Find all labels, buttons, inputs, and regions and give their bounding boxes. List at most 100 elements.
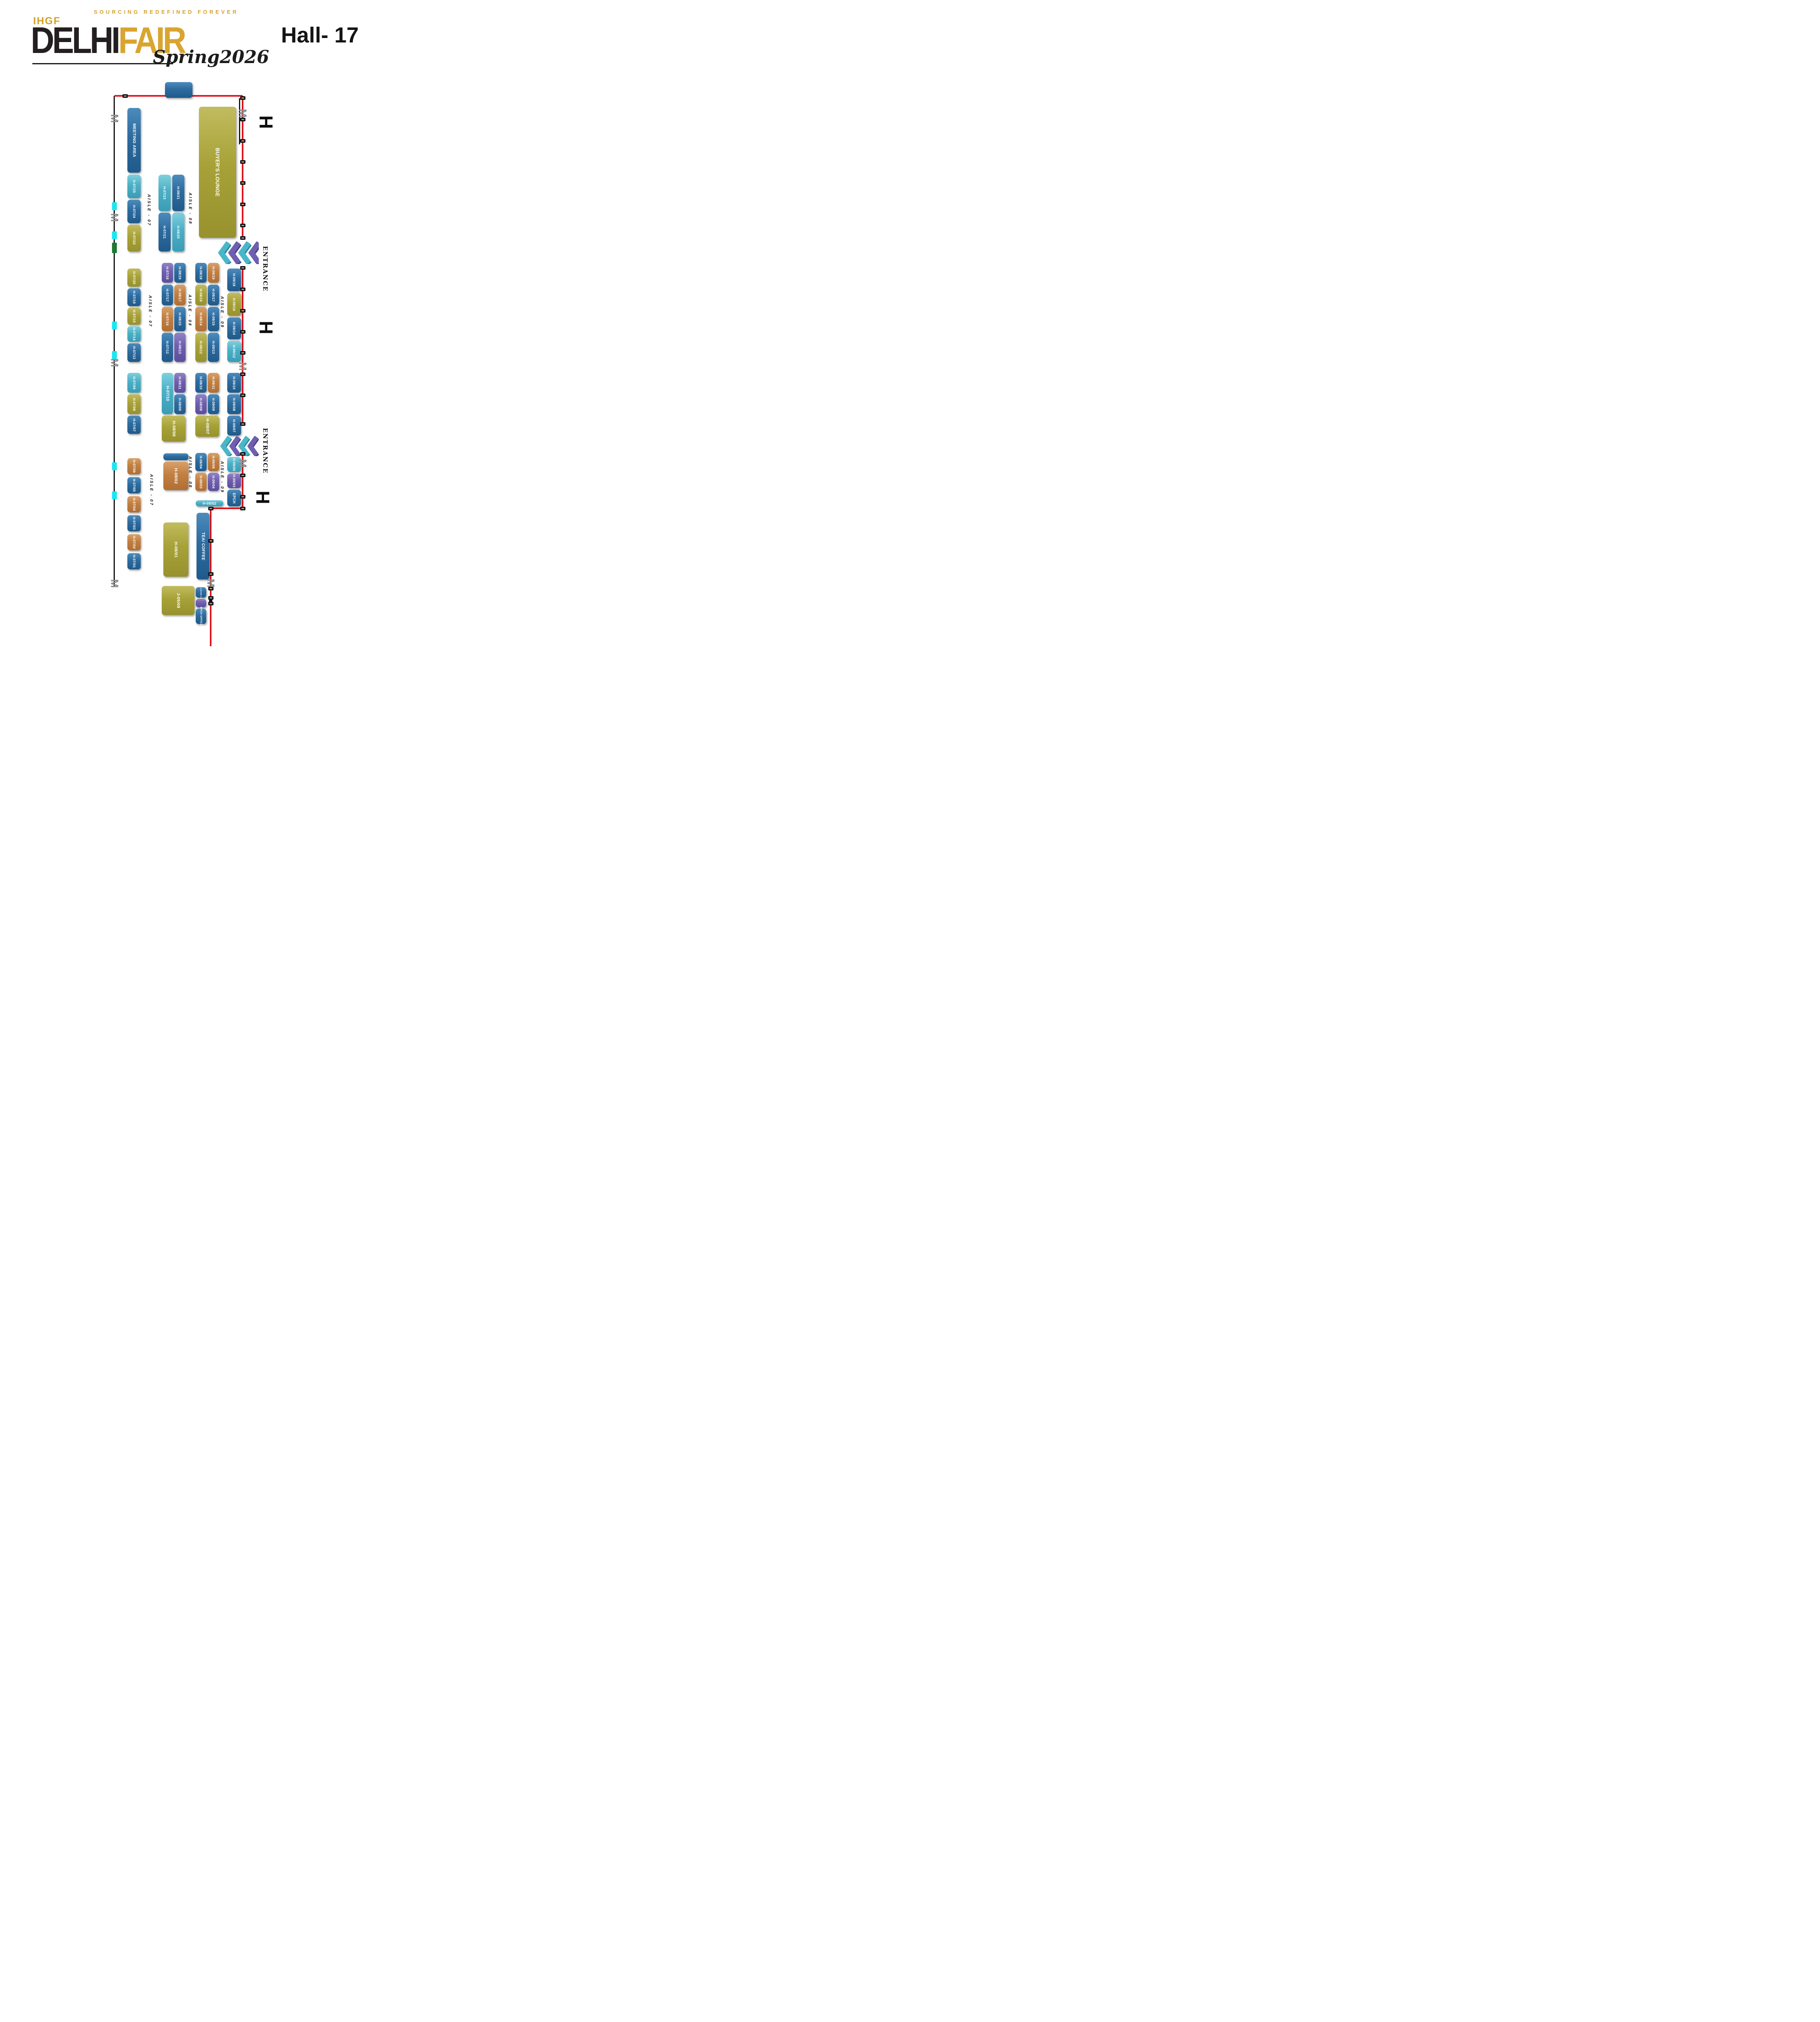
floor-plan-page: SOURCING REDEFINED FOREVER IHGF DELHIFAI…: [0, 0, 396, 650]
boundary-marker: [240, 96, 245, 100]
aisle-label-aisle-08: AISLE - 08: [188, 456, 192, 489]
wall-mark-green: [112, 243, 117, 253]
booth-h-09-04: H-09/04: [208, 473, 219, 491]
gate-m-icon: M: [237, 362, 249, 371]
boundary-marker: [208, 539, 213, 543]
booth-label: H-08/08: [199, 398, 203, 411]
booth-h-07-16: H-07/16: [162, 307, 173, 331]
boundary-marker: [240, 330, 245, 334]
booth-h-08-15: H-08/15: [174, 307, 186, 331]
booth-label: H-07/18: [165, 266, 169, 279]
gate-m-icon: M: [108, 579, 121, 588]
boundary-marker: [240, 288, 245, 291]
booth-label: EPCH OFFICE: [199, 607, 203, 626]
booth-label: H-08/19: [178, 266, 182, 279]
booth-h-08-21: H-08/21: [172, 175, 184, 211]
boundary-marker: [240, 495, 245, 499]
booth-label: H-07/13: [132, 346, 136, 360]
booth-label: H-08/13: [178, 341, 182, 354]
booth-h-07-08: H-07/08: [127, 394, 141, 414]
booth-h-07-12: H-07/12: [162, 333, 173, 362]
booth-label: H-07/22: [132, 231, 136, 245]
boundary-marker: [240, 309, 245, 313]
booth-label: H-09/14: [232, 321, 236, 335]
boundary-marker: [208, 587, 213, 590]
booth-epch: EPCH: [227, 490, 241, 506]
booth-label: H-09/15: [211, 312, 216, 326]
booth-h-09-14: H-09/14: [227, 317, 241, 339]
booth-h-09-19: H-09/19: [208, 263, 219, 283]
booth-h-07-07: H-07/07: [127, 416, 141, 434]
booth-label: H-08/04: [199, 455, 203, 469]
booth-h-07-22: H-07/22: [127, 225, 141, 252]
hall-letter-h: H: [252, 491, 273, 504]
booth-label: H-07/06: [132, 459, 136, 473]
booth-h-09-13: H-09/13: [208, 333, 219, 362]
booth-h-08-08: H-08/08: [195, 394, 207, 414]
booth-h-07-25: H-07/25: [127, 175, 141, 198]
hall-letter-h: H: [256, 321, 277, 334]
booth-h-08-11: H-08/11: [174, 373, 186, 393]
booth-h-09-03: H-09/03: [227, 474, 241, 488]
booth-label: H-07/10: [165, 386, 170, 401]
booth-h-08-06: H-08/06: [162, 416, 186, 442]
booth-label: H-08/14: [199, 312, 203, 326]
booth-label: H-07/25: [132, 180, 136, 193]
booth-label: H-08/02: [173, 468, 178, 484]
boundary-marker: [208, 602, 213, 605]
booth-h-07-05: H-07/05: [127, 477, 141, 493]
booth-label: H-08/06: [171, 421, 176, 437]
logo-brand: DELHIFAIR: [31, 19, 186, 62]
booth-h-07-21: H-07/21: [159, 213, 171, 252]
booth-label: H-07/12: [165, 341, 169, 354]
booth-h-08-09: H-08/09: [174, 394, 186, 414]
line-wall-left: [114, 96, 115, 587]
booth-label: H-09/08: [232, 398, 236, 411]
booth-h-08-14: H-08/14: [195, 307, 207, 331]
booth-label: H-07/02: [132, 535, 136, 549]
booth-h-07-03: H-07/03: [127, 515, 141, 531]
booth-label: H-09/03: [232, 474, 236, 488]
booth-h-08-20: H-08/20: [172, 213, 184, 252]
booth-label: H-09/10: [232, 376, 236, 389]
wall-mark-cyan: [112, 351, 117, 359]
booth-h-09-02: H-09/02: [196, 500, 223, 506]
booth-label: H-07/20: [132, 271, 136, 284]
booth-label: H-08/20: [176, 225, 180, 239]
booth-h-08-16: H-08/16: [195, 285, 207, 305]
aisle-label-aisle-09: AISLE - 09: [220, 461, 224, 493]
booth-h-09-10: H-09/10: [227, 373, 241, 393]
logo-brand-black: DELHI: [31, 20, 120, 61]
booth-label: H-08/18: [199, 266, 203, 279]
booth-h-08-10: H-08/10: [195, 373, 207, 393]
line-marker-connector: [209, 597, 212, 604]
booth-h-07-17: H-07/17: [162, 285, 173, 305]
booth-label: H-08/17: [178, 288, 182, 302]
line-boundary-red-right-1: [242, 96, 243, 239]
wall-mark-cyan: [112, 462, 117, 470]
boundary-marker: [240, 393, 245, 397]
boundary-marker: [240, 507, 245, 510]
booth-label: H-07/16: [165, 312, 169, 326]
line-boundary-red-right-2: [242, 267, 243, 424]
boundary-marker: [240, 203, 245, 206]
logo-season: Spring2026: [153, 47, 269, 68]
booth-tea-coffee: TEA/ COFFEE: [197, 513, 209, 580]
wall-mark-cyan: [112, 202, 117, 210]
entrance-chevrons-icon: [218, 436, 260, 458]
boundary-marker: [240, 118, 245, 121]
aisle-label-aisle-07: AISLE - 07: [146, 194, 151, 226]
booth-h-07-20: H-07/20: [127, 269, 141, 287]
booth-label: H-09/19: [211, 266, 216, 279]
booth-h-07-14: H-07/14: [127, 326, 141, 342]
booth-label: H-07/05: [132, 478, 136, 492]
booth-h-07-24: H-07/24: [127, 200, 141, 223]
gate-m-icon: M: [205, 579, 217, 588]
hall-letter-h: H: [256, 115, 277, 129]
wall-mark-cyan: [112, 231, 117, 239]
hall-title: Hall- 17: [281, 23, 359, 47]
booth-h-08-03: H-08/03: [195, 473, 207, 491]
logo-prefix: IHGF: [33, 15, 61, 27]
booth-label: MEETING AREA: [131, 123, 137, 157]
booth-tea-coffee-stall: TEA/ COFFEE STALL: [196, 582, 206, 603]
